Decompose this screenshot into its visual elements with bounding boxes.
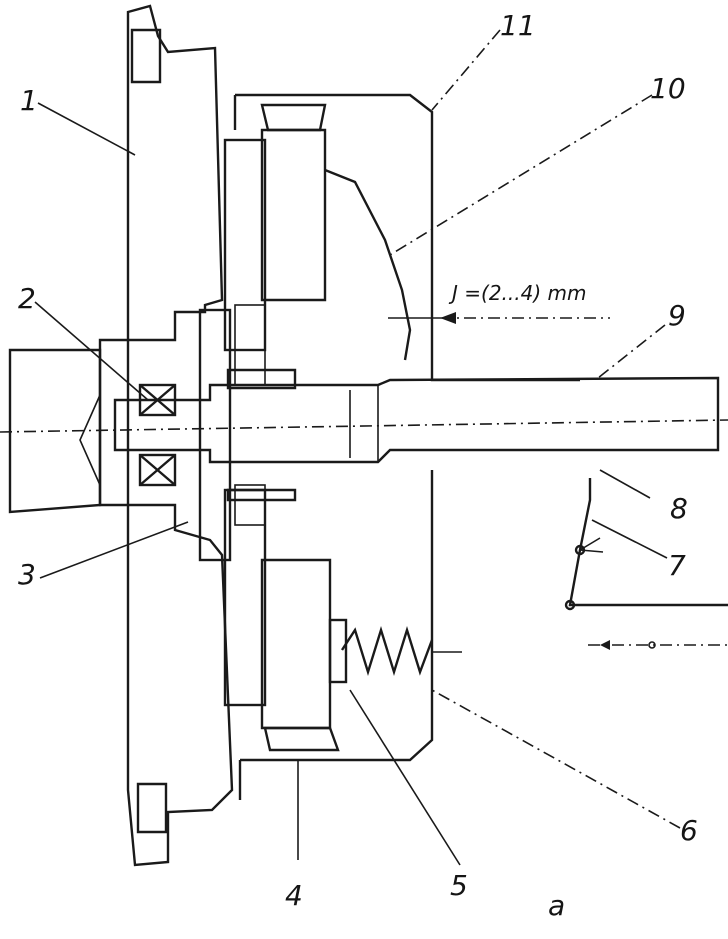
leader-lines [34, 29, 681, 866]
disc-hub [198, 308, 232, 562]
label-7: 7 [668, 549, 686, 582]
driven-disc [223, 138, 297, 707]
release-lever [324, 168, 412, 361]
input-shaft [0, 376, 728, 464]
clutch-cover [233, 93, 580, 800]
gap-annotation: J =(2...4) mm [448, 281, 586, 305]
crankshaft-flange [8, 348, 102, 514]
label-8: 8 [670, 492, 688, 525]
label-1: 1 [20, 84, 38, 117]
label-9: 9 [668, 299, 686, 332]
pressure-plate [260, 103, 340, 752]
gap-dimension [388, 312, 610, 324]
flywheel [98, 4, 234, 867]
label-5: 5 [450, 869, 468, 902]
label-11: 11 [500, 9, 536, 42]
release-fork-linkage [564, 478, 728, 650]
label-2: 2 [18, 282, 36, 315]
label-6: 6 [680, 814, 698, 847]
label-4: 4 [285, 879, 303, 912]
label-10: 10 [650, 72, 686, 105]
panel-letter: a [548, 889, 565, 922]
label-3: 3 [18, 558, 36, 591]
pressure-spring [328, 618, 462, 684]
